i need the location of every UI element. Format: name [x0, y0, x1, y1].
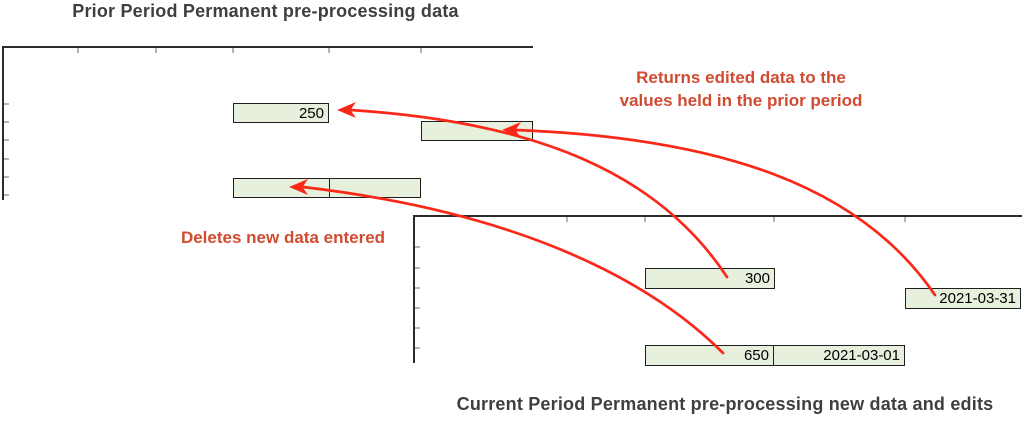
current-period-title: Current Period Permanent pre-processing …: [456, 394, 994, 414]
prior-gridline-stubs: [4, 48, 422, 196]
prior-period-title: Prior Period Permanent pre-processing da…: [72, 1, 459, 21]
deletes-annotation: Deletes new data entered: [180, 228, 386, 247]
returns-annotation-line2: values held in the prior period: [619, 91, 863, 110]
current-new-value-cell: 650: [645, 345, 774, 366]
current-edited-date-cell: 2021-03-31: [905, 288, 1021, 309]
returns-annotation: Returns edited data to the values held i…: [556, 66, 926, 112]
prior-empty-date-cell: [421, 121, 533, 141]
current-edited-value-cell: 300: [645, 268, 775, 289]
prior-merged-cell-right: [328, 178, 421, 198]
prior-merged-cell-left: [233, 178, 330, 198]
arrowhead-return-value-icon: [337, 102, 356, 118]
returns-annotation-line1: Returns edited data to the: [636, 68, 846, 87]
prior-value-cell: 250: [233, 103, 329, 123]
current-new-date-cell: 2021-03-01: [772, 345, 905, 366]
